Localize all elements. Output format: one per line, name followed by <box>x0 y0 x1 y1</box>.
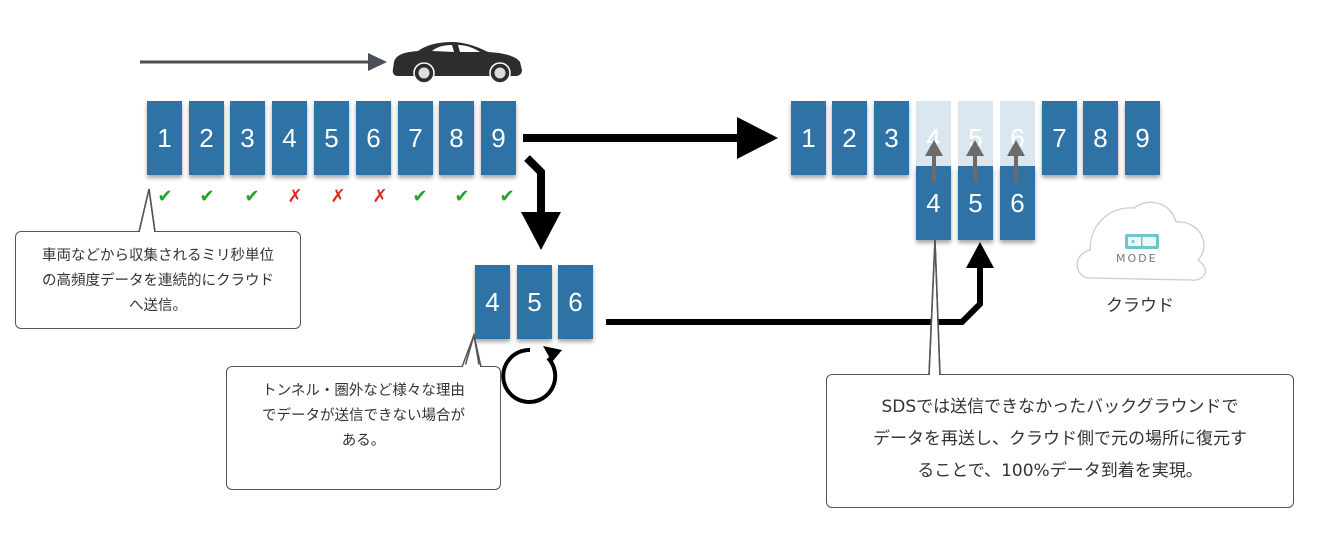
packet-box: 8 <box>439 101 474 175</box>
cloud-badge-text: MODE <box>1116 252 1158 265</box>
send-to-cloud-arrow <box>523 117 778 159</box>
callout-sds-resend: SDSでは送信できなかったバックグラウンドで データを再送し、クラウド側で元の場… <box>826 374 1294 508</box>
check-icon: ✔ <box>499 186 515 207</box>
packet-box: 8 <box>1083 101 1118 175</box>
cross-icon: ✗ <box>372 186 388 207</box>
packet-box: 7 <box>398 101 433 175</box>
callout-line: ることで、100%データ到着を実現。 <box>917 461 1203 481</box>
packet-box: 5 <box>517 265 552 339</box>
packet-box: 4 <box>272 101 307 175</box>
callout-line: データを再送し、クラウド側で元の場所に復元す <box>873 429 1247 449</box>
cross-icon: ✗ <box>287 186 303 207</box>
packet-box: 6 <box>356 101 391 175</box>
resend-arrow <box>606 242 994 325</box>
callout-line: 車両などから収集されるミリ秒単位 <box>42 248 274 264</box>
check-icon: ✔ <box>157 186 173 207</box>
cloud-icon <box>1076 201 1206 281</box>
packet-box: 3 <box>874 101 909 175</box>
callout-line: でデータが送信できない場合が <box>262 408 465 424</box>
callout-continuous-send: 車両などから収集されるミリ秒単位 の高頻度データを連続的にクラウド へ送信。 <box>15 231 301 329</box>
packet-box: 3 <box>230 101 265 175</box>
cloud-label: クラウド <box>1106 296 1174 316</box>
missing-packet-slot: 4 <box>916 101 951 175</box>
packet-box: 2 <box>189 101 224 175</box>
packet-box: 1 <box>147 101 182 175</box>
packet-box: 7 <box>1042 101 1077 175</box>
callout-line: SDSでは送信できなかったバックグラウンドで <box>881 397 1239 417</box>
callout-line: へ送信。 <box>129 298 187 314</box>
refresh-icon <box>501 346 562 404</box>
callout-line: ある。 <box>341 433 386 449</box>
packet-box: 9 <box>481 101 516 175</box>
packet-box: 2 <box>832 101 867 175</box>
cross-icon: ✗ <box>330 186 346 207</box>
packet-box: 5 <box>314 101 349 175</box>
motion-arrow <box>140 53 387 71</box>
check-icon: ✔ <box>454 186 470 207</box>
packet-box: 6 <box>558 265 593 339</box>
check-icon: ✔ <box>244 186 260 207</box>
packet-box: 1 <box>791 101 826 175</box>
packet-box: 4 <box>475 265 510 339</box>
packet-box: 9 <box>1125 101 1160 175</box>
check-icon: ✔ <box>199 186 215 207</box>
car-icon <box>392 42 522 84</box>
callout-send-failure: トンネル・圏外など様々な理由 でデータが送信できない場合が ある。 <box>226 366 501 490</box>
callout-line: トンネル・圏外など様々な理由 <box>262 383 465 399</box>
buffer-arrow <box>521 155 561 250</box>
check-icon: ✔ <box>412 186 428 207</box>
callout-line: の高頻度データを連続的にクラウド <box>42 273 274 289</box>
